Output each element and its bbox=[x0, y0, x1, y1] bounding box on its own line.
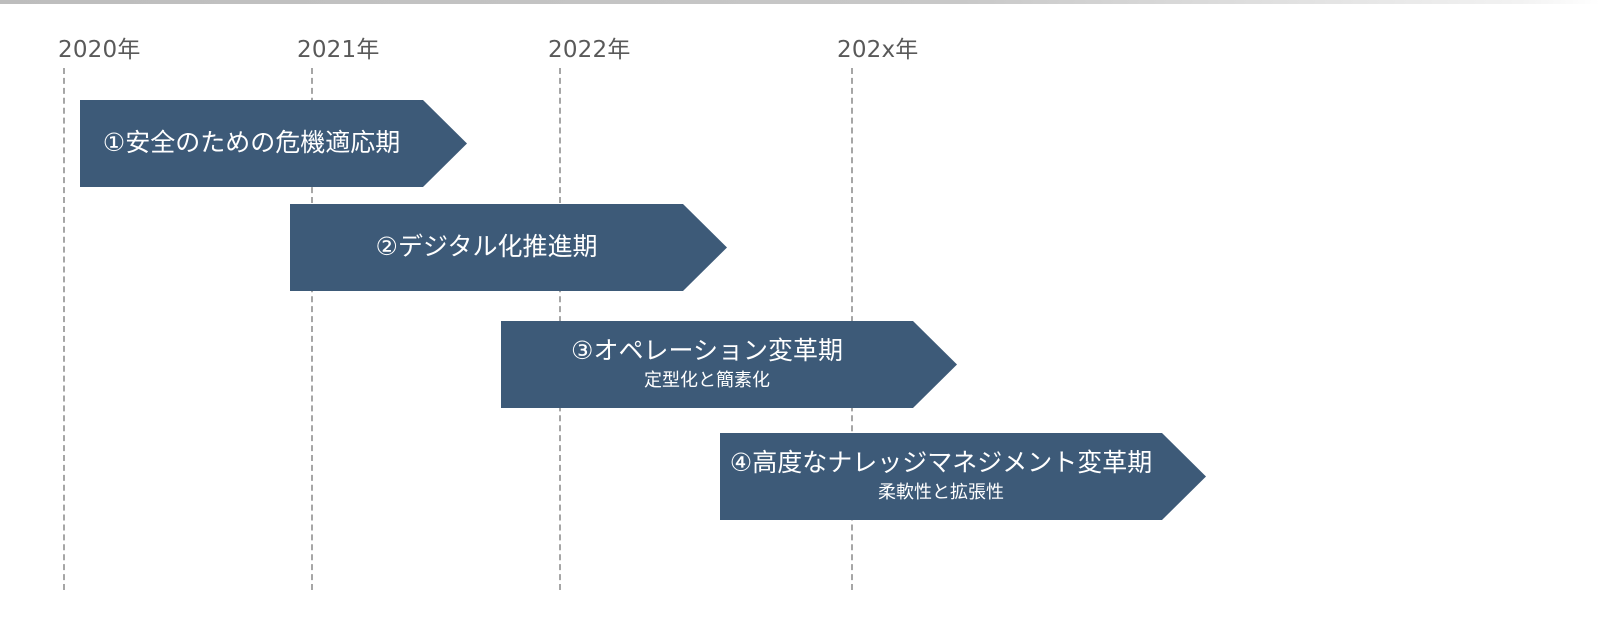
phase-title: ②デジタル化推進期 bbox=[375, 232, 598, 262]
guide-line-2020 bbox=[63, 68, 65, 590]
phase-arrow-4: ④高度なナレッジマネジメント変革期 柔軟性と拡張性 bbox=[720, 433, 1206, 520]
year-label-202x: 202x年 bbox=[837, 37, 919, 63]
phase-arrow-3: ③オペレーション変革期 定型化と簡素化 bbox=[501, 321, 957, 408]
guide-line-2021 bbox=[311, 68, 313, 590]
phase-subtitle: 定型化と簡素化 bbox=[644, 370, 770, 392]
year-label-2020: 2020年 bbox=[58, 37, 141, 63]
phase-title: ①安全のための危機適応期 bbox=[102, 128, 401, 158]
phase-title: ④高度なナレッジマネジメント変革期 bbox=[729, 448, 1153, 478]
top-divider bbox=[0, 0, 1600, 4]
phase-arrow-1: ①安全のための危機適応期 bbox=[80, 100, 467, 187]
year-label-2022: 2022年 bbox=[548, 37, 631, 63]
phase-title: ③オペレーション変革期 bbox=[571, 336, 843, 366]
year-label-2021: 2021年 bbox=[297, 37, 380, 63]
phase-arrow-2: ②デジタル化推進期 bbox=[290, 204, 727, 291]
phase-subtitle: 柔軟性と拡張性 bbox=[878, 482, 1004, 504]
